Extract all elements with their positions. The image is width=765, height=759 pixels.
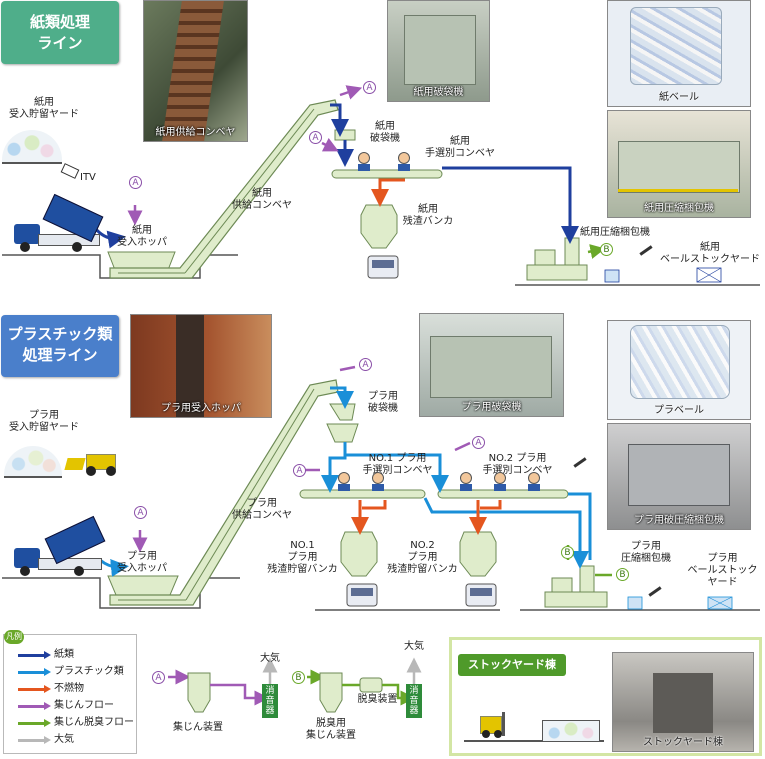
marker-b-plastic-baler-side: B (616, 568, 629, 581)
marker-a-paper-conveyor-top: A (363, 81, 376, 94)
paper-conveyor-label: 紙用 供給コンベヤ (232, 188, 292, 211)
legend-badge: 凡例 (4, 630, 24, 644)
plastic-breaker-label: プラ用 破袋機 (368, 391, 398, 414)
marker-a-paper-breaker: A (309, 131, 322, 144)
paper-baler-label: 紙用圧縮梱包機 (580, 227, 650, 238)
legend-item-dust: 集じんフロー (18, 700, 114, 712)
stockyard-bales-icon (542, 720, 600, 742)
photo-paper-breaker: 紙用破袋機 (387, 0, 490, 102)
plastic-bale-yard-label: プラ用 ベールストック ヤード (687, 553, 758, 588)
marker-a-plastic-hopper: A (134, 506, 147, 519)
legend-item-atmosphere: 大気 (18, 734, 74, 746)
paper-breaker-body (334, 129, 356, 141)
plastic-worker-2 (372, 472, 384, 491)
paper-worker-2 (398, 152, 410, 171)
dust-silencer-a: 消音器 (265, 686, 275, 716)
forklift-icon (470, 712, 510, 740)
plastic-conveyor-label: プラ用 供給コンベヤ (232, 498, 292, 521)
marker-a-plastic-sorting1: A (293, 464, 306, 477)
photo-paper-conveyor: 紙用供給コンベヤ (143, 0, 248, 142)
dust-atmosphere-a: 大気 (260, 653, 280, 664)
plastic-worker-1 (338, 472, 350, 491)
plastic-sorting1-label: NO.1 プラ用 手選別コンベヤ (362, 453, 433, 476)
paper-dump-truck (14, 193, 104, 252)
plastic-yard-label: プラ用 受入貯留ヤード (9, 410, 79, 433)
paper-worker-1 (358, 152, 370, 171)
wheel-loader-icon (64, 450, 126, 476)
paper-breaker-label: 紙用 破袋機 (370, 121, 400, 144)
paper-bunker-label: 紙用 残渣バンカ (402, 204, 454, 227)
paper-line-title: 紙類処理 ライン (1, 1, 119, 64)
plastic-dump-truck (14, 515, 106, 576)
stockyard-title: ストックヤード棟 (458, 654, 566, 676)
photo-paper-bale: 紙ベール (607, 0, 751, 107)
legend-box: 凡例 紙類 プラスチック類 不燃物 集じんフロー 集じん脱臭フロー 大気 (3, 630, 137, 754)
stockyard-panel: ストックヤード棟 ストックヤード棟 (449, 637, 762, 756)
dust-collector-label: 集じん装置 (173, 722, 223, 733)
plastic-worker-3 (460, 472, 472, 491)
plastic-line-title: プラスチック類 処理ライン (1, 315, 119, 377)
plastic-baler-label: プラ用 圧縮梱包機 (621, 541, 671, 564)
marker-a-paper-hopper: A (129, 176, 142, 189)
photo-plastic-breaker: プラ用破袋機 (419, 313, 564, 417)
deodorizer-label: 脱臭装置 (357, 694, 398, 705)
plastic-hopper-label: プラ用 受入ホッパ (117, 551, 167, 574)
plastic-worker-5 (528, 472, 540, 491)
photo-stockyard: ストックヤード棟 (612, 652, 754, 752)
deodor-collector-label: 脱臭用 集じん装置 (306, 718, 356, 741)
legend-item-plastic: プラスチック類 (18, 666, 124, 678)
photo-plastic-bale: プラベール (607, 320, 751, 420)
itv-label: ITV (80, 172, 96, 183)
paper-baler (526, 264, 588, 281)
marker-b-dust: B (292, 671, 305, 684)
plastic-worker-4 (494, 472, 506, 491)
paper-hopper (107, 251, 176, 271)
paper-feed-conveyor (109, 99, 339, 279)
paper-yard-label: 紙用 受入貯留ヤード (9, 97, 79, 120)
paper-sorting-label: 紙用 手選別コンベヤ (425, 136, 495, 159)
paper-residue-bunker (360, 204, 398, 249)
marker-a-plastic-conveyor-top: A (359, 358, 372, 371)
legend-item-noncombustible: 不燃物 (18, 683, 84, 695)
photo-plastic-hopper: プラ用受入ホッパ (130, 314, 272, 418)
photo-plastic-baler: プラ用破圧縮梱包機 (607, 423, 751, 530)
marker-b-plastic-baler-top: B (561, 546, 574, 559)
legend-item-paper: 紙類 (18, 649, 74, 661)
photo-paper-baler: 紙用圧縮梱包機 (607, 110, 751, 218)
plastic-bunker1-label: NO.1 プラ用 残渣貯留バンカ (267, 540, 338, 575)
dust-atmosphere-b: 大気 (404, 641, 424, 652)
marker-a-dust: A (152, 671, 165, 684)
paper-sorting-belt (331, 169, 443, 179)
paper-bale-yard-label: 紙用 ベールストックヤード (660, 242, 760, 265)
dust-silencer-b: 消音器 (409, 686, 419, 716)
legend-item-deodor: 集じん脱臭フロー (18, 717, 134, 729)
paper-hopper-label: 紙用 受入ホッパ (117, 225, 167, 248)
marker-a-plastic-sorting2: A (472, 436, 485, 449)
plastic-sorting2-label: NO.2 プラ用 手選別コンベヤ (482, 453, 553, 476)
marker-b-paper-baler: B (600, 243, 613, 256)
plastic-bunker2-label: NO.2 プラ用 残渣貯留バンカ (387, 540, 458, 575)
